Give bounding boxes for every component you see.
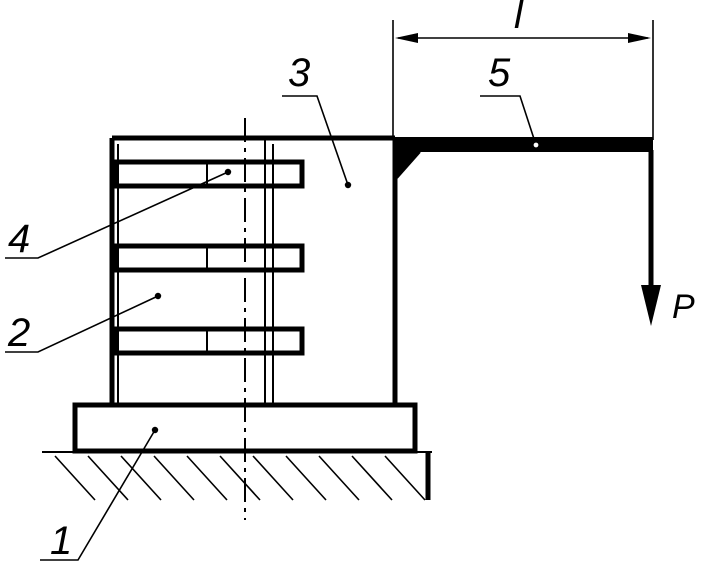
dimension-l [392,20,654,140]
label-part-4: 4 [8,217,30,261]
ground-hatching [42,451,432,501]
label-length-l: l [514,0,524,37]
plates [113,159,305,356]
label-part-1: 1 [50,519,72,563]
label-force-p: P [672,288,695,326]
cantilever-beam [395,137,653,179]
label-part-5: 5 [488,51,511,95]
pin-axis [244,118,266,520]
leader-lines [5,95,540,561]
label-part-3: 3 [288,51,310,95]
force-arrow [641,150,661,326]
label-part-2: 2 [7,311,30,355]
